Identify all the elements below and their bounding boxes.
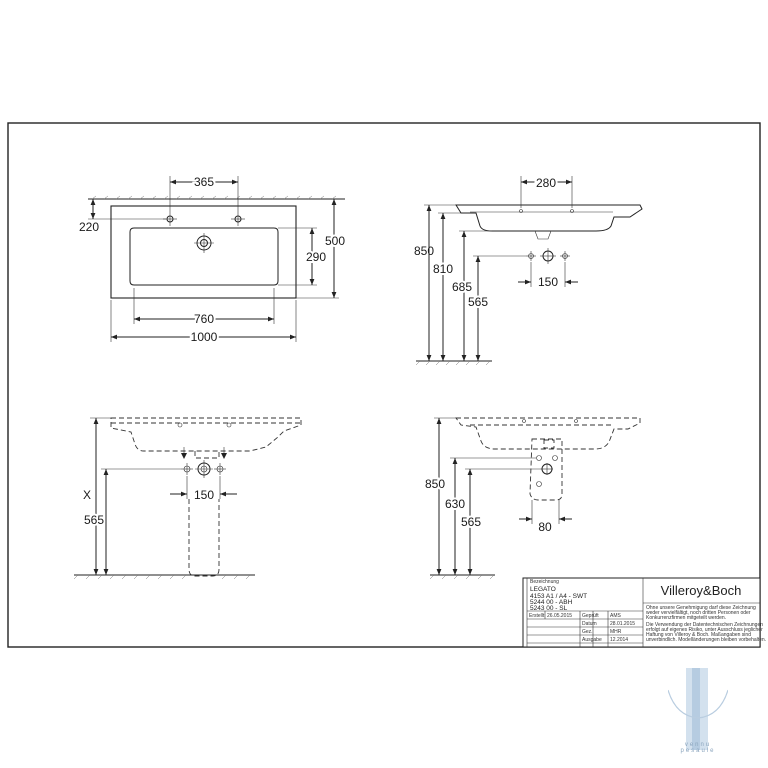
dim-height-810: 810 (433, 262, 453, 276)
row-value-issue: 12.2014 (610, 637, 628, 643)
bowl-outline (129, 227, 279, 286)
dim-side-850: 850 (425, 477, 445, 491)
dim-side-630: 630 (445, 497, 465, 511)
side-view: 280 150 850 810 685 565 (414, 174, 643, 366)
row-label-issue: Ausgabe (582, 637, 602, 643)
notice-line-5: erfolgt auf eigenes Risiko, unter Aussch… (646, 627, 763, 633)
notice-line-7: unverbindlich. Modelländerungen bleiben … (646, 637, 766, 643)
front-basin-profile (110, 417, 302, 452)
row-value-date: 28.01.2015 (610, 621, 635, 627)
watermark-logo (668, 668, 728, 750)
side-view-pedestal: 80 850 630 565 (423, 417, 641, 580)
title-block: Villeroy&Boch Bezeichnung LEGATO 4153 A1… (522, 577, 766, 648)
notice-line-4: Die Verwendung der Datentechnischen Zeic… (646, 622, 763, 628)
side-pedestal-outline (529, 438, 563, 501)
row-value-checked: AMS (610, 613, 622, 619)
top-view: 365 220 290 500 760 1000 (79, 173, 347, 346)
row-value-created: 26.05.2015 (547, 613, 572, 619)
notice-line-2: weder vervielfältigt, noch dritten Perso… (646, 610, 751, 616)
dim-front-565: 565 (84, 513, 104, 527)
product-code-1: 4153 A1 / A4 - SWT (530, 593, 587, 600)
dim-height-565: 565 (468, 295, 488, 309)
dim-bowl-depth: 290 (306, 250, 326, 264)
dim-x: X (83, 488, 91, 502)
dim-height-685: 685 (452, 280, 472, 294)
notice-line-3: Konkurrenzfirmen mitgeteilt werden. (646, 615, 726, 621)
dim-tap-spacing: 365 (194, 175, 214, 189)
side-profile (455, 204, 643, 232)
row-label-created: Erstellt (529, 613, 545, 619)
row-label-checked: Geprüft (582, 613, 599, 619)
notice-line-6: Haftung von Villeroy & Boch. Maßangaben … (646, 632, 751, 638)
dim-front-depth: 220 (79, 220, 99, 234)
row-value-drawn: MHR (610, 629, 622, 635)
product-code-2: 5244 00 - ABH (530, 599, 573, 606)
product-code-3: 5243 00 - SL (530, 605, 568, 612)
dim-bowl-width: 760 (194, 312, 214, 326)
row-label-drawn: Gez. (582, 629, 593, 635)
brand-logo: Villeroy&Boch (661, 583, 742, 598)
dim-side-565: 565 (461, 515, 481, 529)
drawing-border (7, 122, 761, 648)
dim-height-850: 850 (414, 244, 434, 258)
pedestal-outline (188, 499, 220, 577)
notice-line-1: Ohne unsere Genehmigung darf diese Zeich… (646, 605, 756, 611)
watermark-text: vennu pesaule (680, 742, 716, 754)
dim-front-supply: 150 (194, 488, 214, 502)
basin-outline (110, 205, 297, 299)
dim-supply-spacing: 150 (538, 275, 558, 289)
dim-total-width: 1000 (191, 330, 218, 344)
dim-total-depth: 500 (325, 234, 345, 248)
dim-top-width: 280 (536, 176, 556, 190)
row-label-date: Datum (582, 621, 597, 627)
product-name: LEGATO (530, 586, 556, 593)
side-basin-profile (455, 417, 641, 450)
dim-waste-80: 80 (538, 520, 552, 534)
name-label: Bezeichnung (530, 579, 559, 585)
front-view: 150 X 565 (73, 417, 302, 580)
